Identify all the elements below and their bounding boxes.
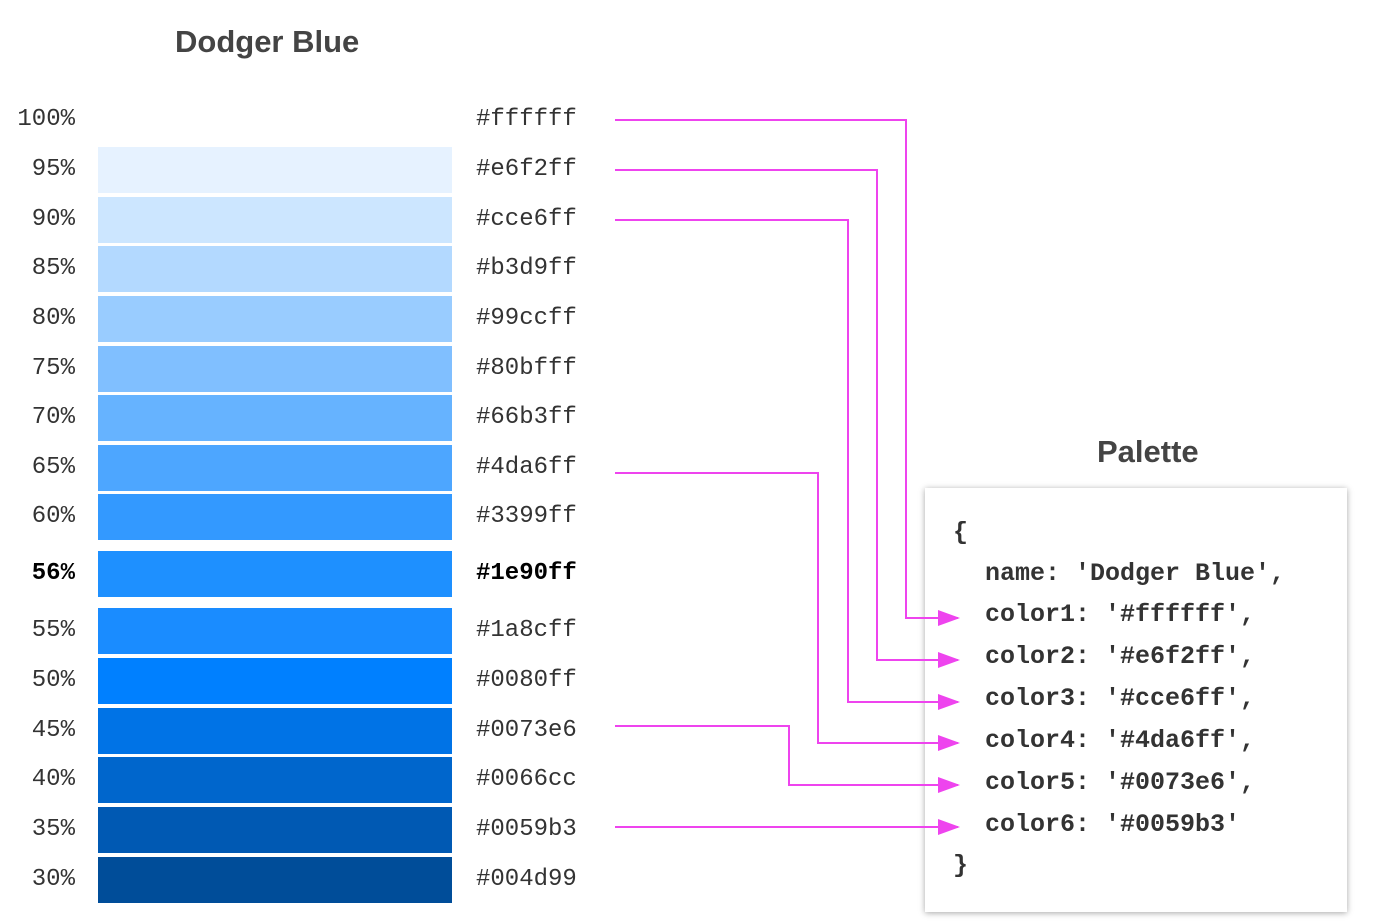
shade-hex-label: #4da6ff bbox=[476, 454, 577, 481]
shade-percent-label: 65% bbox=[31, 454, 75, 481]
shade-hex-label: #0066cc bbox=[476, 766, 577, 793]
shade-swatch bbox=[98, 246, 452, 292]
shade-percent-label: 100% bbox=[17, 106, 75, 133]
shade-swatch bbox=[98, 807, 452, 853]
shade-swatch bbox=[98, 346, 452, 392]
connector-arrow-5 bbox=[615, 725, 958, 786]
shade-percent-label: 90% bbox=[31, 206, 75, 233]
arrowhead-icon bbox=[938, 735, 960, 751]
shade-percent-label: 60% bbox=[31, 503, 75, 530]
shade-percent-label: 95% bbox=[31, 156, 75, 183]
chart-title: Dodger Blue bbox=[175, 24, 360, 59]
shade-percent-label: 55% bbox=[31, 617, 75, 644]
palette-code-box: { name: 'Dodger Blue', color1: '#ffffff'… bbox=[925, 488, 1347, 912]
shade-hex-label: #99ccff bbox=[476, 305, 577, 332]
shade-hex-label: #80bfff bbox=[476, 355, 577, 382]
shade-swatch bbox=[98, 551, 452, 597]
shade-swatch bbox=[98, 494, 452, 540]
shade-hex-label: #b3d9ff bbox=[476, 255, 577, 282]
connector-arrow-3 bbox=[615, 219, 958, 703]
connector-arrow-4 bbox=[615, 472, 958, 744]
shade-hex-label: #0080ff bbox=[476, 667, 577, 694]
arrowhead-icon bbox=[938, 777, 960, 793]
shade-percent-label: 70% bbox=[31, 404, 75, 431]
shade-swatch bbox=[98, 757, 452, 803]
shade-percent-label: 75% bbox=[31, 355, 75, 382]
code-color6-line: color6: '#0059b3' bbox=[985, 810, 1241, 839]
shade-percent-label: 35% bbox=[31, 816, 75, 843]
palette-title: Palette bbox=[1097, 434, 1199, 469]
shade-swatch bbox=[98, 658, 452, 704]
shade-swatch bbox=[98, 395, 452, 441]
shade-percent-label: 85% bbox=[31, 255, 75, 282]
code-name-line: name: 'Dodger Blue', bbox=[985, 559, 1286, 588]
arrowhead-icon bbox=[938, 610, 960, 626]
connector-arrow-1 bbox=[615, 119, 958, 619]
code-color5-line: color5: '#0073e6', bbox=[985, 768, 1256, 797]
arrowhead-icon bbox=[938, 652, 960, 668]
shade-hex-label: #0059b3 bbox=[476, 816, 577, 843]
shade-percent-label: 40% bbox=[31, 766, 75, 793]
arrowhead-icon bbox=[938, 694, 960, 710]
shade-swatch bbox=[98, 445, 452, 491]
shade-hex-label: #cce6ff bbox=[476, 206, 577, 233]
shade-swatch bbox=[98, 608, 452, 654]
code-color2-line: color2: '#e6f2ff', bbox=[985, 642, 1256, 671]
shade-swatch bbox=[98, 197, 452, 243]
shade-hex-label: #e6f2ff bbox=[476, 156, 577, 183]
shade-percent-label: 80% bbox=[31, 305, 75, 332]
shade-hex-label: #1e90ff bbox=[476, 560, 577, 587]
shade-percent-label: 50% bbox=[31, 667, 75, 694]
code-color1-line: color1: '#ffffff', bbox=[985, 600, 1256, 629]
code-color4-line: color4: '#4da6ff', bbox=[985, 726, 1256, 755]
shade-hex-label: #66b3ff bbox=[476, 404, 577, 431]
shade-hex-label: #3399ff bbox=[476, 503, 577, 530]
shade-swatch bbox=[98, 857, 452, 903]
code-close-brace: } bbox=[953, 851, 969, 880]
shade-hex-label: #ffffff bbox=[476, 106, 577, 133]
shade-percent-label: 56% bbox=[31, 560, 75, 587]
shade-percent-label: 30% bbox=[31, 866, 75, 893]
shade-swatch bbox=[98, 147, 452, 193]
code-color3-line: color3: '#cce6ff', bbox=[985, 684, 1256, 713]
shade-hex-label: #0073e6 bbox=[476, 717, 577, 744]
shade-swatch bbox=[98, 296, 452, 342]
arrowhead-icon bbox=[938, 819, 960, 835]
shade-hex-label: #004d99 bbox=[476, 866, 577, 893]
shade-hex-label: #1a8cff bbox=[476, 617, 577, 644]
code-open-brace: { bbox=[953, 518, 969, 547]
shade-percent-label: 45% bbox=[31, 717, 75, 744]
shade-swatch bbox=[98, 708, 452, 754]
connector-arrow-2 bbox=[615, 169, 958, 661]
